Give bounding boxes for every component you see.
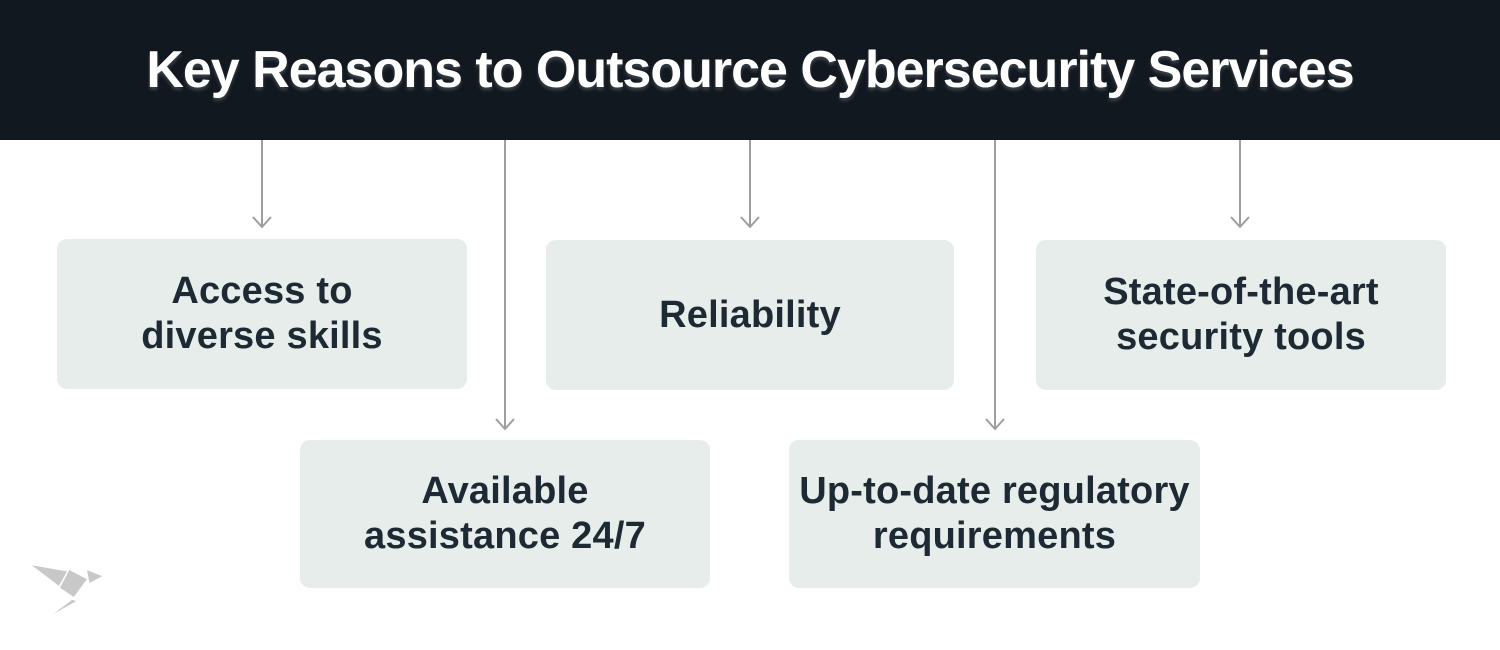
down-arrow-icon xyxy=(1230,140,1250,228)
reason-card-state-of-the-art-security-tools: State-of-the-art security tools xyxy=(1036,240,1446,390)
header-banner: Key Reasons to Outsource Cybersecurity S… xyxy=(0,0,1500,140)
down-arrow-icon xyxy=(740,140,760,228)
down-arrow-icon xyxy=(495,140,515,430)
reason-label: Access to diverse skills xyxy=(141,270,383,357)
down-arrow-icon xyxy=(252,140,272,228)
reason-label: Up-to-date regulatory requirements xyxy=(799,470,1190,557)
reason-label: Reliability xyxy=(659,293,841,336)
reason-label: Available assistance 24/7 xyxy=(364,470,646,557)
reason-card-up-to-date-regulatory-requirements: Up-to-date regulatory requirements xyxy=(789,440,1200,588)
reason-card-access-to-diverse-skills: Access to diverse skills xyxy=(57,239,467,389)
reason-card-available-assistance-24-7: Available assistance 24/7 xyxy=(300,440,710,588)
origami-bird-logo xyxy=(28,563,105,621)
down-arrow-icon xyxy=(985,140,1005,430)
reason-label: State-of-the-art security tools xyxy=(1103,271,1379,358)
page-title: Key Reasons to Outsource Cybersecurity S… xyxy=(146,41,1354,99)
reason-card-reliability: Reliability xyxy=(546,240,954,390)
